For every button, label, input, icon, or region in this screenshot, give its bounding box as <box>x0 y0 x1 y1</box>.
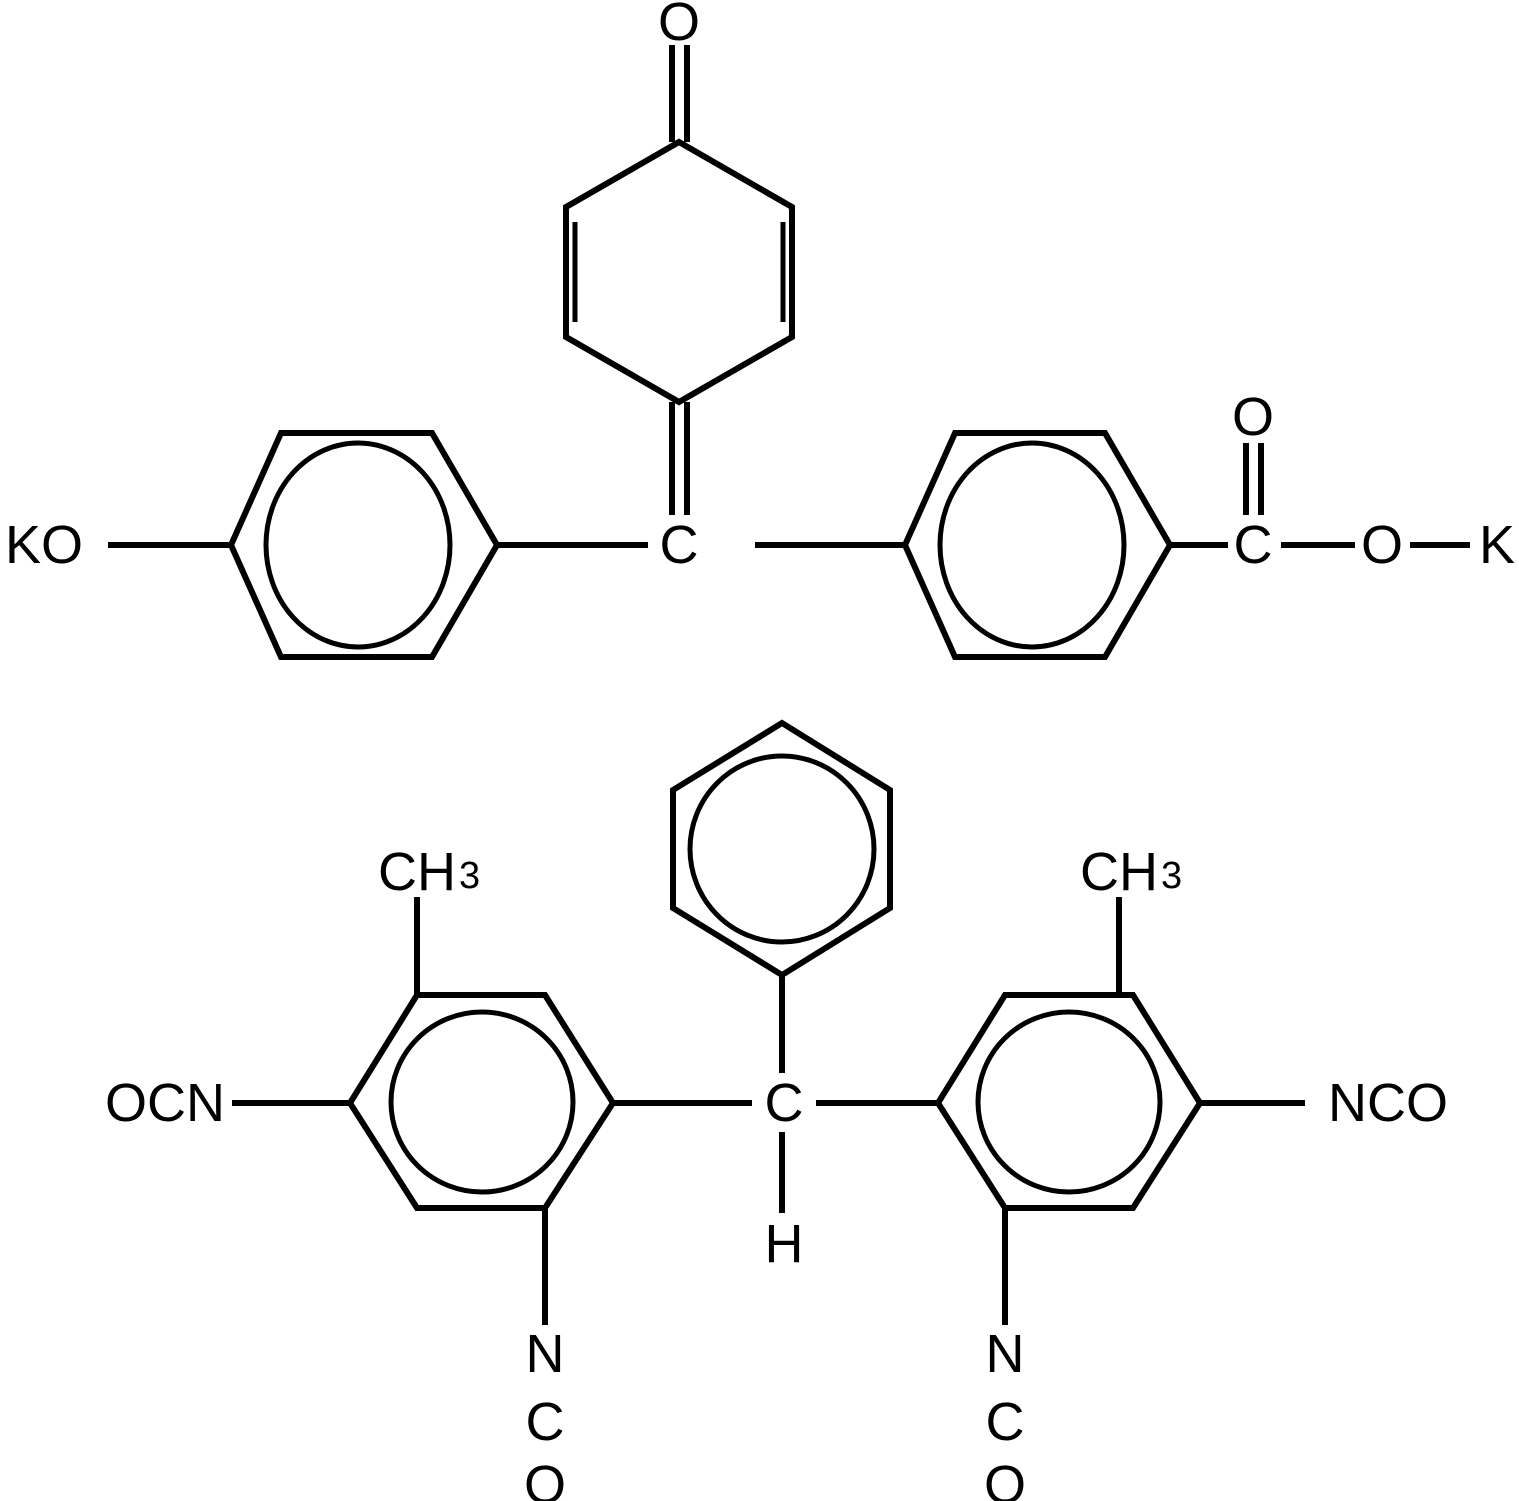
exocyclic-double-bond <box>669 402 690 515</box>
lower-left-aryl-ring <box>346 992 617 1211</box>
lower-top-phenyl-ring <box>670 719 893 979</box>
right-methyl-label: CH <box>1080 842 1158 902</box>
ketone-oxygen-label: O <box>658 0 700 52</box>
right-phenyl-ring <box>901 430 1174 660</box>
right-lower-isocyanate-c-label: C <box>986 1392 1025 1452</box>
right-phenyl-aromatic-circle <box>937 440 1127 650</box>
lower-top-phenyl-outline <box>670 719 893 979</box>
quinone-ring <box>563 138 795 406</box>
quinone-ring-outline <box>563 138 795 406</box>
left-methyl-subscript: 3 <box>459 855 480 897</box>
left-methyl-label: CH <box>378 842 456 902</box>
carboxyl-carbon-label: C <box>1234 515 1273 575</box>
right-isocyanate-label: NCO <box>1328 1073 1448 1133</box>
lower-right-aryl-ring <box>934 992 1204 1211</box>
left-lower-isocyanate-o-label: O <box>524 1455 566 1501</box>
left-phenyl-ring <box>227 430 501 660</box>
left-phenyl-aromatic-circle <box>263 440 453 650</box>
left-isocyanate-label: OCN <box>105 1073 225 1133</box>
left-lower-isocyanate-n-label: N <box>526 1324 565 1384</box>
right-lower-isocyanate-n-label: N <box>986 1324 1025 1384</box>
quinone-ketone-bond <box>669 45 690 142</box>
left-lower-isocyanate-c-label: C <box>526 1392 565 1452</box>
central-hydrogen-label: H <box>765 1214 804 1274</box>
lower-central-carbon-label: C <box>765 1073 804 1133</box>
carboxyl-double-bond <box>1243 443 1264 515</box>
right-potassium-label: K <box>1479 515 1515 575</box>
upper-central-carbon-label: C <box>660 515 699 575</box>
upper-structure: O C KO <box>5 0 1515 660</box>
right-phenyl-outline <box>901 430 1174 660</box>
right-methyl-subscript: 3 <box>1161 855 1182 897</box>
lower-structure: C H CH 3 OCN N C O <box>105 719 1448 1501</box>
lower-left-aryl-aromatic-circle <box>388 1009 576 1195</box>
right-lower-isocyanate-o-label: O <box>984 1455 1026 1501</box>
left-potassium-oxide-label: KO <box>5 515 83 575</box>
lower-right-aryl-outline <box>934 992 1204 1211</box>
lower-top-phenyl-aromatic-circle <box>687 753 877 945</box>
carbonyl-oxygen-label: O <box>1232 387 1274 447</box>
lower-right-aryl-aromatic-circle <box>975 1009 1163 1195</box>
left-phenyl-outline <box>227 430 501 660</box>
ester-oxygen-label: O <box>1361 515 1403 575</box>
